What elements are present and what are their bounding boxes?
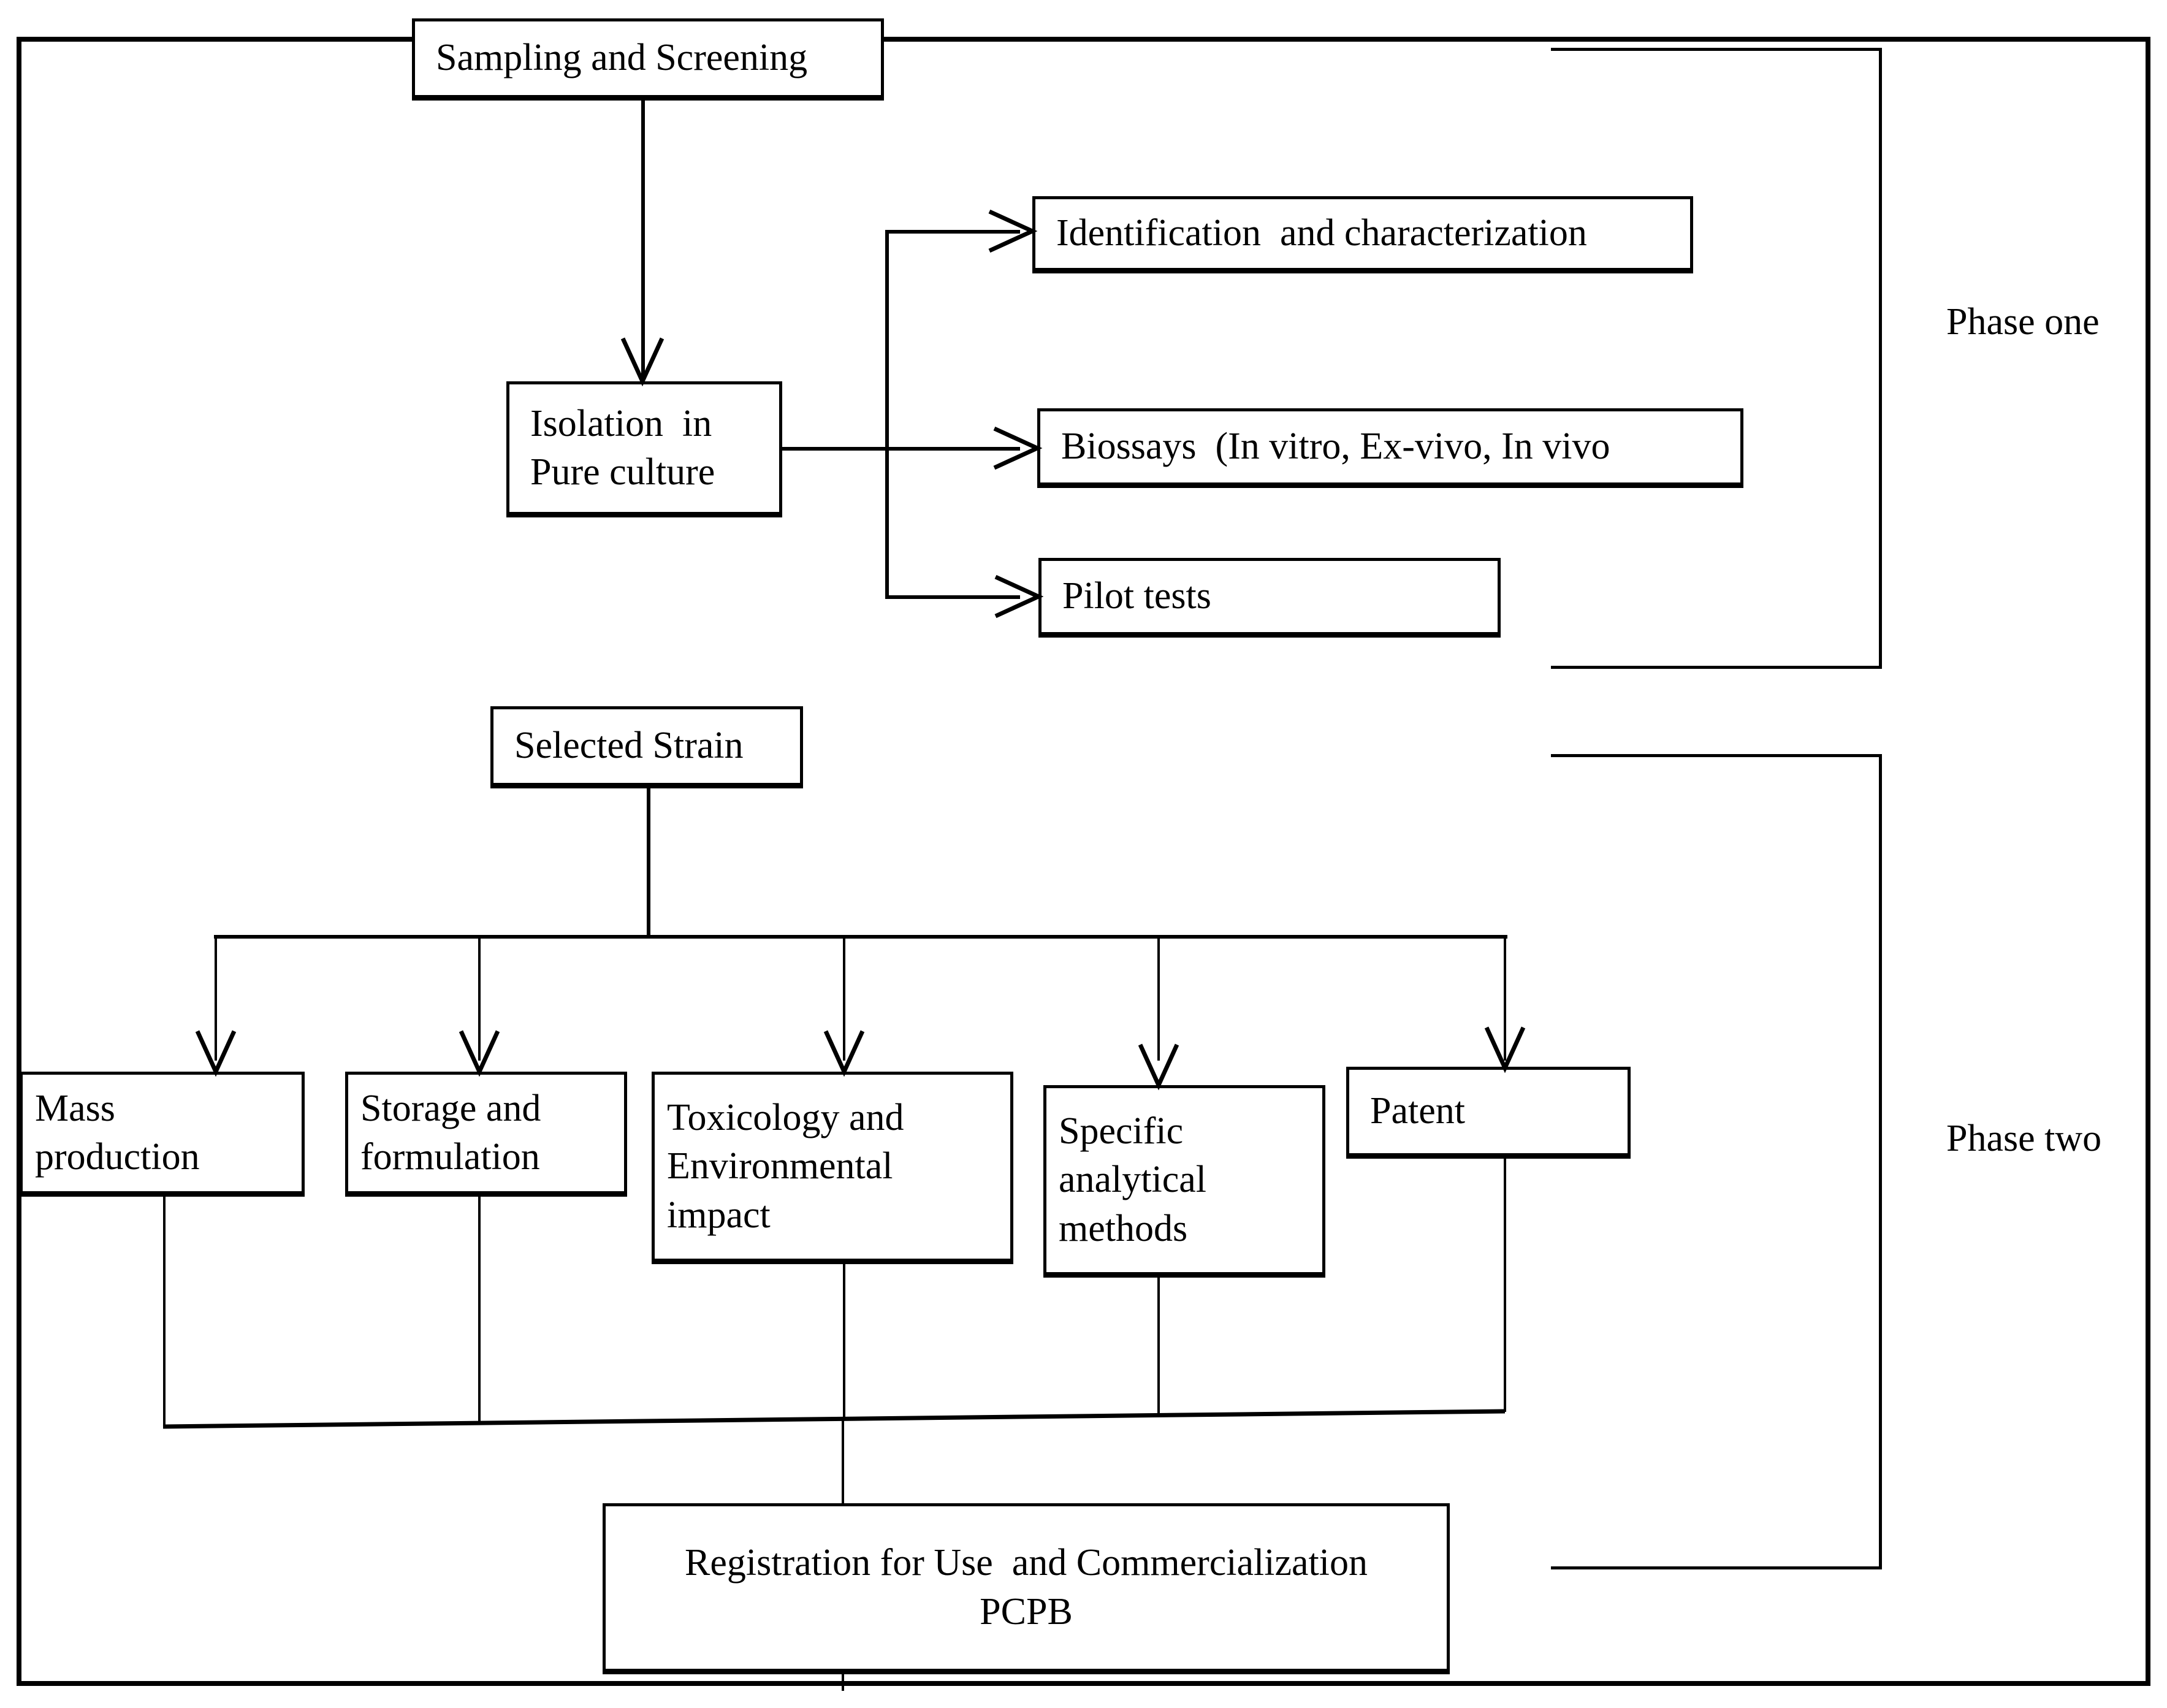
node-toxicology-and-environmental-impact[interactable]: Toxicology and Environmental impact xyxy=(652,1072,1013,1262)
diagram-outer-frame xyxy=(17,37,2150,1686)
node-label: Sampling and Screening xyxy=(436,37,808,79)
node-label: Environmental xyxy=(667,1145,893,1188)
node-label: Isolation in xyxy=(530,402,712,444)
phase-one-label: Phase one xyxy=(1946,301,2100,343)
node-label: Registration for Use and Commercializati… xyxy=(685,1542,1368,1584)
connector-analytical-descender xyxy=(1157,1275,1160,1414)
connector-storage-descender xyxy=(478,1194,481,1422)
node-sampling-and-screening[interactable]: Sampling and Screening xyxy=(412,18,884,98)
connector-patent-descender xyxy=(1504,1156,1506,1412)
node-selected-strain[interactable]: Selected Strain xyxy=(490,706,803,786)
connector-mass-production-descender xyxy=(163,1194,166,1426)
node-label: formulation xyxy=(360,1136,540,1178)
node-label: Storage and xyxy=(360,1087,541,1129)
node-label: Pure culture xyxy=(530,451,715,493)
node-label: analytical xyxy=(1059,1159,1206,1201)
node-isolation-in-pure-culture[interactable]: Isolation in Pure culture xyxy=(506,381,782,515)
node-mass-production[interactable]: Mass production xyxy=(20,1072,305,1194)
node-label: Selected Strain xyxy=(514,725,744,767)
node-specific-analytical-methods[interactable]: Specific analytical methods xyxy=(1043,1085,1325,1275)
node-label: Patent xyxy=(1370,1090,1465,1132)
connector-drop-patent xyxy=(1504,935,1506,1061)
node-identification-and-characterization[interactable]: Identification and characterization xyxy=(1032,196,1693,271)
connector-branch-to-pilot xyxy=(885,595,1020,599)
connector-selected-strain-stem xyxy=(647,786,650,937)
node-pilot-tests[interactable]: Pilot tests xyxy=(1038,558,1501,635)
connector-branch-trunk xyxy=(885,230,889,598)
phase-two-bracket xyxy=(1551,754,1882,1569)
connector-toxicology-descender xyxy=(843,1262,845,1417)
node-label: Toxicology and xyxy=(667,1096,904,1138)
node-storage-and-formulation[interactable]: Storage and formulation xyxy=(345,1072,627,1194)
connector-drop-analytical xyxy=(1157,935,1160,1061)
connector-drop-mass-production xyxy=(215,935,217,1061)
node-label: impact xyxy=(667,1194,771,1236)
node-label: Biossays (In vitro, Ex-vivo, In vivo xyxy=(1061,425,1610,468)
phase-two-label: Phase two xyxy=(1946,1118,2102,1159)
node-label: Specific xyxy=(1059,1110,1184,1152)
node-label: methods xyxy=(1059,1207,1188,1249)
connector-branch-to-biossays xyxy=(885,447,1020,451)
node-label: Pilot tests xyxy=(1062,575,1211,617)
node-label: PCPB xyxy=(980,1590,1073,1633)
connector-drop-storage xyxy=(478,935,481,1061)
node-label: Mass xyxy=(35,1087,115,1129)
node-registration-for-use-and-commercialization[interactable]: Registration for Use and Commercializati… xyxy=(603,1503,1450,1672)
connector-sampling-to-isolation xyxy=(641,98,645,380)
node-patent[interactable]: Patent xyxy=(1346,1067,1631,1156)
connector-drop-toxicology xyxy=(843,935,845,1061)
node-label: production xyxy=(35,1136,200,1178)
node-biossays[interactable]: Biossays (In vitro, Ex-vivo, In vivo xyxy=(1037,408,1743,486)
phase-one-bracket xyxy=(1551,48,1882,669)
connector-isolation-stem xyxy=(782,447,886,451)
connector-branch-to-identification xyxy=(885,230,1020,234)
node-label: Identification and characterization xyxy=(1056,212,1587,254)
connector-distribution-bar xyxy=(214,935,1507,939)
